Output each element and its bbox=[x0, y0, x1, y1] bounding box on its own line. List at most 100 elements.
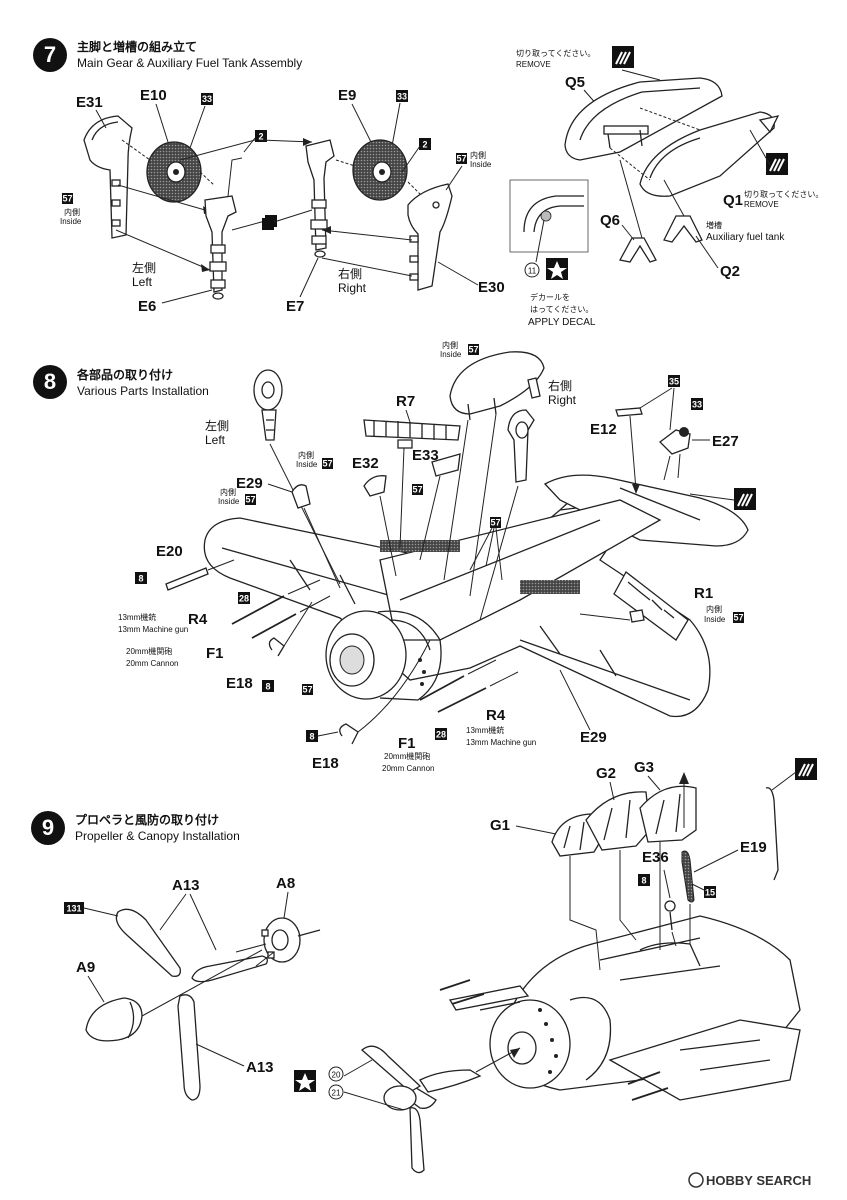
label-e30: E30 bbox=[478, 279, 505, 296]
cutter-icon-8 bbox=[734, 488, 756, 510]
badge-8-b: 8 bbox=[262, 680, 274, 692]
step-8-title-jp: 各部品の取り付け bbox=[76, 367, 173, 382]
label-q2: Q2 bbox=[720, 263, 740, 280]
part-e7-gear-strut bbox=[305, 139, 335, 258]
cannon-en-right: 20mm Cannon bbox=[382, 764, 434, 773]
label-e29-right: E29 bbox=[580, 729, 607, 746]
label-a13-top: A13 bbox=[172, 877, 200, 894]
antenna-sprue-part bbox=[765, 787, 779, 881]
svg-text:33: 33 bbox=[202, 94, 212, 104]
label-e31: E31 bbox=[76, 94, 103, 111]
badge-57-8d: 57 bbox=[245, 494, 256, 505]
label-e29: E29 bbox=[236, 475, 263, 492]
step-9-title-en: Propeller & Canopy Installation bbox=[75, 829, 240, 843]
svg-text:8: 8 bbox=[44, 369, 56, 394]
right-jp: 右側 bbox=[338, 266, 362, 281]
mg-jp-right: 13mm機銃 bbox=[466, 725, 504, 735]
svg-text:57: 57 bbox=[468, 345, 478, 355]
aircraft-fuselage-nose bbox=[439, 915, 801, 1101]
badge-28: 28 bbox=[238, 592, 250, 604]
badge-57-8f: 57 bbox=[733, 612, 744, 623]
label-e32: E32 bbox=[352, 455, 379, 472]
mg-en-right: 13mm Machine gun bbox=[466, 738, 536, 747]
part-e33 bbox=[431, 453, 461, 477]
part-e32 bbox=[363, 475, 387, 497]
label-a9: A9 bbox=[76, 959, 95, 976]
part-e31-gear-door bbox=[83, 115, 133, 239]
remove-jp: 切り取ってください。 bbox=[516, 49, 595, 58]
part-a13-blade-mid bbox=[191, 955, 268, 983]
svg-text:15: 15 bbox=[705, 888, 715, 898]
decal-inset bbox=[509, 179, 589, 253]
cannon-jp-right: 20mm機関砲 bbox=[384, 751, 430, 761]
decal-11-number: 11 bbox=[524, 262, 540, 278]
label-e12: E12 bbox=[590, 421, 617, 438]
label-e36: E36 bbox=[642, 849, 669, 866]
decal-20-number: 20 bbox=[328, 1066, 344, 1082]
step-7-number-circle: 7 bbox=[33, 38, 67, 72]
cutter-icon bbox=[612, 46, 634, 68]
star-decal-icon bbox=[546, 258, 568, 280]
svg-text:33: 33 bbox=[692, 400, 702, 410]
svg-text:131: 131 bbox=[66, 904, 81, 914]
part-propeller-assembled bbox=[360, 1045, 482, 1174]
label-e18-right: E18 bbox=[312, 755, 339, 772]
badge-57-8g: 57 bbox=[490, 517, 501, 528]
decal-jp-1: デカールを bbox=[530, 292, 570, 302]
right-jp: 右側 bbox=[548, 378, 572, 393]
inside-jp-8f: 内側 bbox=[706, 604, 722, 614]
tank-en: Auxiliary fuel tank bbox=[706, 232, 785, 243]
cutter-icon-9 bbox=[795, 758, 817, 780]
badge-8: 8 bbox=[135, 572, 147, 584]
badge-8-9: 8 bbox=[638, 874, 650, 886]
label-q1: Q1 bbox=[723, 192, 743, 209]
svg-text:28: 28 bbox=[436, 730, 446, 740]
badge-57-b: 57 bbox=[456, 153, 467, 164]
part-r4-gun-right bbox=[419, 675, 487, 713]
label-r4-right: R4 bbox=[486, 707, 506, 724]
part-a9-spinner bbox=[85, 997, 143, 1042]
step-9-title-jp: プロペラと風防の取り付け bbox=[75, 812, 219, 827]
svg-text:57: 57 bbox=[322, 459, 332, 469]
svg-text:57: 57 bbox=[245, 495, 255, 505]
label-r4-left: R4 bbox=[188, 611, 208, 628]
label-a13-bottom: A13 bbox=[246, 1059, 274, 1076]
inside-en-8c: Inside bbox=[296, 460, 318, 469]
badge-15: 15 bbox=[704, 886, 716, 898]
svg-text:28: 28 bbox=[239, 594, 249, 604]
part-e6-gear-strut bbox=[204, 195, 237, 300]
badge-57: 57 bbox=[468, 344, 479, 355]
tank-jp: 増槽 bbox=[706, 220, 722, 230]
part-e9-wheel bbox=[352, 139, 408, 201]
step-7-title-jp: 主脚と増槽の組み立て bbox=[77, 39, 197, 54]
left-jp: 左側 bbox=[205, 418, 229, 433]
part-e12 bbox=[615, 407, 643, 417]
svg-text:57: 57 bbox=[62, 194, 72, 204]
label-e6: E6 bbox=[138, 298, 156, 315]
part-e27 bbox=[659, 427, 691, 455]
badge-57-8b: 57 bbox=[412, 484, 423, 495]
label-e19: E19 bbox=[740, 839, 767, 856]
badge-57: 57 bbox=[62, 193, 73, 204]
svg-text:33: 33 bbox=[397, 92, 407, 102]
inside-jp-8c: 内側 bbox=[298, 450, 314, 460]
remove-en-b: REMOVE bbox=[744, 200, 779, 209]
part-r1-flap bbox=[613, 571, 689, 641]
badge-57-8c: 57 bbox=[322, 458, 333, 469]
svg-text:57: 57 bbox=[412, 485, 422, 495]
cannon-en-left: 20mm Cannon bbox=[126, 659, 178, 668]
part-e18-left bbox=[268, 637, 285, 657]
label-f1-left: F1 bbox=[206, 645, 224, 662]
cutter-icon-b bbox=[766, 153, 788, 175]
svg-text:20: 20 bbox=[332, 1071, 341, 1080]
decal-21-number: 21 bbox=[328, 1084, 344, 1100]
svg-text:35: 35 bbox=[669, 377, 679, 387]
part-q6-strut bbox=[619, 237, 657, 263]
inside-jp-8a: 内側 bbox=[442, 340, 458, 350]
svg-text:9: 9 bbox=[42, 815, 54, 840]
svg-text:8: 8 bbox=[641, 876, 646, 886]
label-g2: G2 bbox=[596, 765, 616, 782]
svg-text:8: 8 bbox=[309, 732, 314, 742]
svg-text:HOBBY SEARCH: HOBBY SEARCH bbox=[706, 1173, 811, 1188]
